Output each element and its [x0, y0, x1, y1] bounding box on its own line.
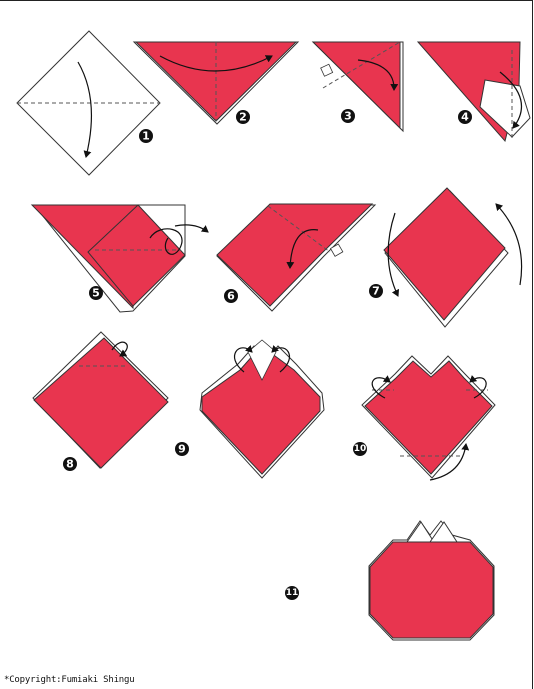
step-9-number: 9	[178, 443, 186, 456]
step-10-number: 10	[354, 444, 367, 454]
step-8-number-badge: 8	[63, 457, 77, 471]
step-6-number: 6	[227, 290, 235, 303]
step-1-number: 1	[142, 130, 150, 143]
step-6-number-badge: 6	[224, 289, 238, 303]
step-11-number: 11	[286, 588, 299, 598]
step-8-figure	[33, 332, 168, 468]
step-4-number-badge: 4	[458, 110, 472, 124]
step-1-number-badge: 1	[139, 129, 153, 143]
step-9-number-badge: 9	[175, 442, 189, 456]
step-4-figure	[418, 42, 530, 141]
step-2-number: 2	[239, 111, 247, 124]
step-10-figure	[362, 356, 495, 480]
step-5-number: 5	[92, 287, 100, 300]
step-2-number-badge: 2	[236, 110, 250, 124]
step-3-number-badge: 3	[341, 109, 355, 123]
step-5-number-badge: 5	[89, 286, 103, 300]
step-2-figure	[134, 42, 298, 124]
step-8-number: 8	[66, 458, 74, 471]
step-6-figure	[217, 204, 375, 311]
step-11-figure	[369, 521, 494, 640]
step-3-figure	[313, 42, 403, 131]
step-4-number: 4	[461, 111, 469, 124]
step-7-number: 7	[372, 285, 380, 298]
step-9-figure	[200, 340, 324, 478]
step-5-figure	[32, 205, 208, 312]
step-10-number-badge: 10	[353, 442, 367, 456]
step-3-number: 3	[344, 110, 352, 123]
step-1-figure	[17, 31, 160, 175]
step-7-number-badge: 7	[369, 284, 383, 298]
copyright-text: *Copyright:Fumiaki Shingu	[4, 675, 134, 685]
step-7-figure	[384, 188, 522, 327]
step-11-number-badge: 11	[285, 586, 299, 600]
